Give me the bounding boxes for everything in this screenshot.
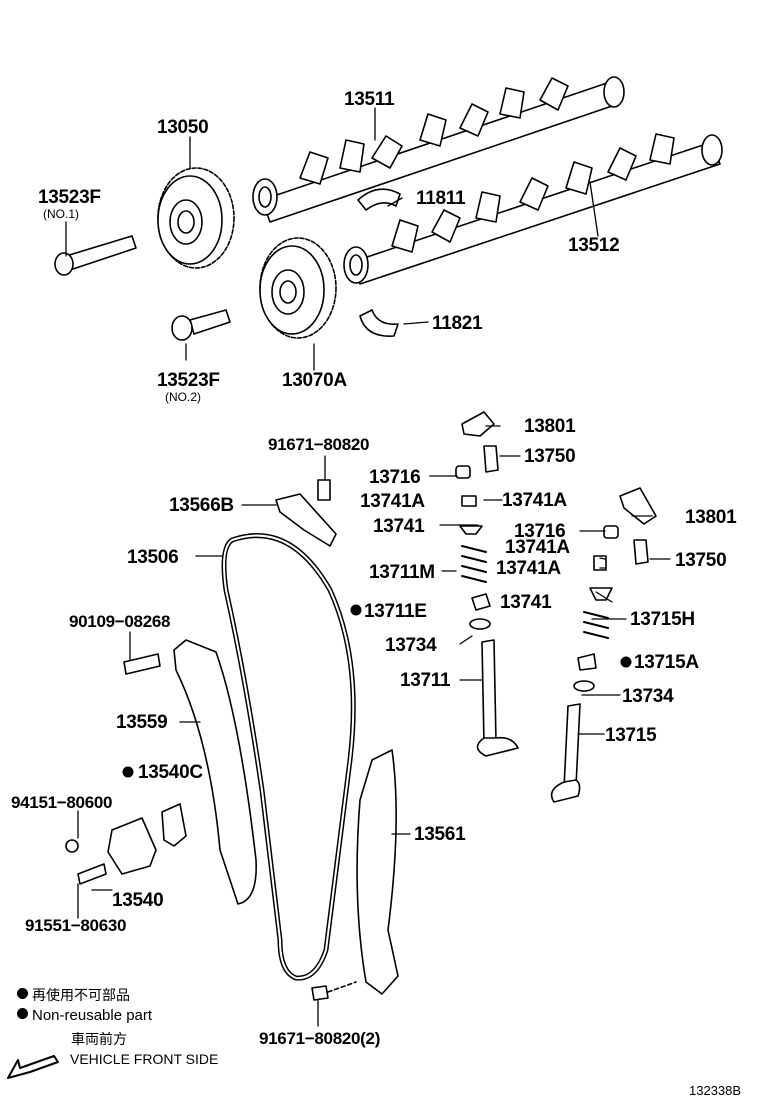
label-13715h: 13715H: [630, 609, 695, 630]
label-13741-a: 13741: [373, 516, 425, 537]
label-13716-b: 13716: [514, 521, 566, 542]
label-13715: 13715: [605, 725, 657, 746]
keeper-13741a-cd-drawing: [593, 555, 607, 571]
label-13523f-no2-note: (NO.2): [165, 390, 201, 404]
washer-13734-b-drawing: [573, 680, 595, 692]
label-13540: 13540: [112, 890, 164, 911]
label-13050: 13050: [157, 117, 209, 138]
label-13559: 13559: [116, 712, 168, 733]
label-11821: 11821: [432, 313, 483, 334]
retainer-13741-b-drawing: [589, 587, 613, 601]
tensioner-13540-drawing: [107, 817, 157, 875]
bolt-91671-80820-top-drawing: [317, 479, 331, 501]
washer-13734-a-drawing: [469, 618, 491, 630]
shim-13716-a-drawing: [455, 465, 471, 479]
label-13734-b: 13734: [622, 686, 674, 707]
shim-13716-b-drawing: [603, 525, 619, 539]
camshaft-13511-drawing: [252, 76, 625, 223]
label-13716-a: 13716: [369, 467, 421, 488]
tensioner-arm-13559-drawing: [173, 639, 257, 905]
rocker-arm-13801-b-drawing: [619, 487, 657, 525]
gasket-13540c-drawing: [161, 803, 187, 847]
legend-dot-icon: [17, 1008, 28, 1019]
label-91551-80630: 91551−80630: [25, 916, 127, 935]
label-13070a: 13070A: [282, 370, 347, 391]
label-13741a-a: 13741A: [360, 491, 425, 512]
bolt-91551-80630-drawing: [77, 863, 107, 885]
nut-94151-80600-drawing: [65, 839, 79, 853]
bolt-13523f-no1-drawing: [54, 235, 137, 276]
label-13801-a: 13801: [524, 416, 576, 437]
label-13511: 13511: [344, 89, 395, 110]
label-13711e: 13711E: [364, 601, 427, 622]
camshaft-13512-drawing: [343, 133, 723, 285]
vvt-gear-13070a-drawing: [259, 237, 337, 339]
vehicle-front-arrow-icon: [7, 1055, 59, 1079]
bolt-90109-08268-drawing: [123, 653, 161, 675]
label-91671-80820-2: 91671−80820(2): [259, 1029, 381, 1048]
bearing-11811-drawing: [357, 188, 401, 211]
label-13711m: 13711M: [369, 562, 435, 583]
retainer-13741-a-drawing: [459, 525, 483, 535]
seal-13715a-drawing: [577, 653, 597, 671]
label-13566b: 13566B: [169, 495, 234, 516]
keeper-13741a-ab-drawing: [461, 495, 477, 507]
label-13561: 13561: [414, 824, 466, 845]
legend-nonreusable-jp-text: 再使用不可部品: [32, 987, 130, 1003]
lash-adjuster-13750-b-drawing: [633, 539, 649, 565]
legend-dot-icon: [17, 988, 28, 999]
label-13540c: 13540C: [138, 762, 203, 783]
label-13523f-no1-note: (NO.1): [43, 207, 79, 221]
seal-13711e-drawing: [471, 593, 491, 611]
label-13801-b: 13801: [685, 507, 737, 528]
vvt-gear-13050-drawing: [157, 167, 235, 269]
leader-lines: [65, 107, 671, 1027]
label-11811: 11811: [416, 188, 466, 209]
spring-13715h-drawing: [583, 611, 609, 639]
label-13711: 13711: [400, 670, 451, 691]
marker-dot-13715a: [620, 656, 632, 668]
marker-dot-13540c: [122, 766, 134, 778]
lash-adjuster-13750-a-drawing: [483, 445, 499, 473]
label-13512: 13512: [568, 235, 620, 256]
label-13741-b: 13741: [500, 592, 552, 613]
legend-front-en: VEHICLE FRONT SIDE: [70, 1051, 219, 1067]
label-13734-a: 13734: [385, 635, 437, 656]
legend-front-jp: 車両前方: [71, 1031, 127, 1047]
chain-guide-13566b-drawing: [275, 493, 337, 547]
label-91671-80820: 91671−80820: [268, 435, 370, 454]
figure-id: 132338B: [689, 1083, 742, 1098]
label-90109-08268: 90109−08268: [69, 612, 171, 631]
bearing-11821-drawing: [359, 309, 399, 337]
bolt-91671-80820-bottom-drawing: [311, 985, 329, 1001]
label-13523f-no2: 13523F: [157, 370, 220, 391]
spring-13711m-drawing: [461, 545, 487, 583]
label-13741a-b: 13741A: [502, 490, 567, 511]
timing-chain-13506-drawing: [221, 533, 356, 981]
valve-13711-drawing: [476, 639, 519, 757]
label-13750-b: 13750: [675, 550, 727, 571]
label-13750-a: 13750: [524, 446, 576, 467]
valve-13715-drawing: [550, 703, 581, 803]
label-13523f-no1: 13523F: [38, 187, 101, 208]
bolt-13523f-no2-drawing: [171, 309, 231, 341]
chain-guide-13561-drawing: [356, 749, 399, 995]
label-13715a: 13715A: [634, 652, 699, 673]
legend-nonreusable-jp: 再使用不可部品: [17, 988, 130, 1002]
label-13741a-c: 13741A: [505, 537, 570, 558]
legend-nonreusable-en-text: Non-reusable part: [32, 1007, 153, 1024]
rocker-arm-13801-a-drawing: [461, 411, 495, 437]
label-13741a-d: 13741A: [496, 558, 561, 579]
legend-nonreusable-en: Non-reusable part: [17, 1008, 152, 1023]
marker-dot-13711e: [350, 604, 362, 616]
label-13506: 13506: [127, 547, 179, 568]
label-94151-80600: 94151−80600: [11, 793, 113, 812]
